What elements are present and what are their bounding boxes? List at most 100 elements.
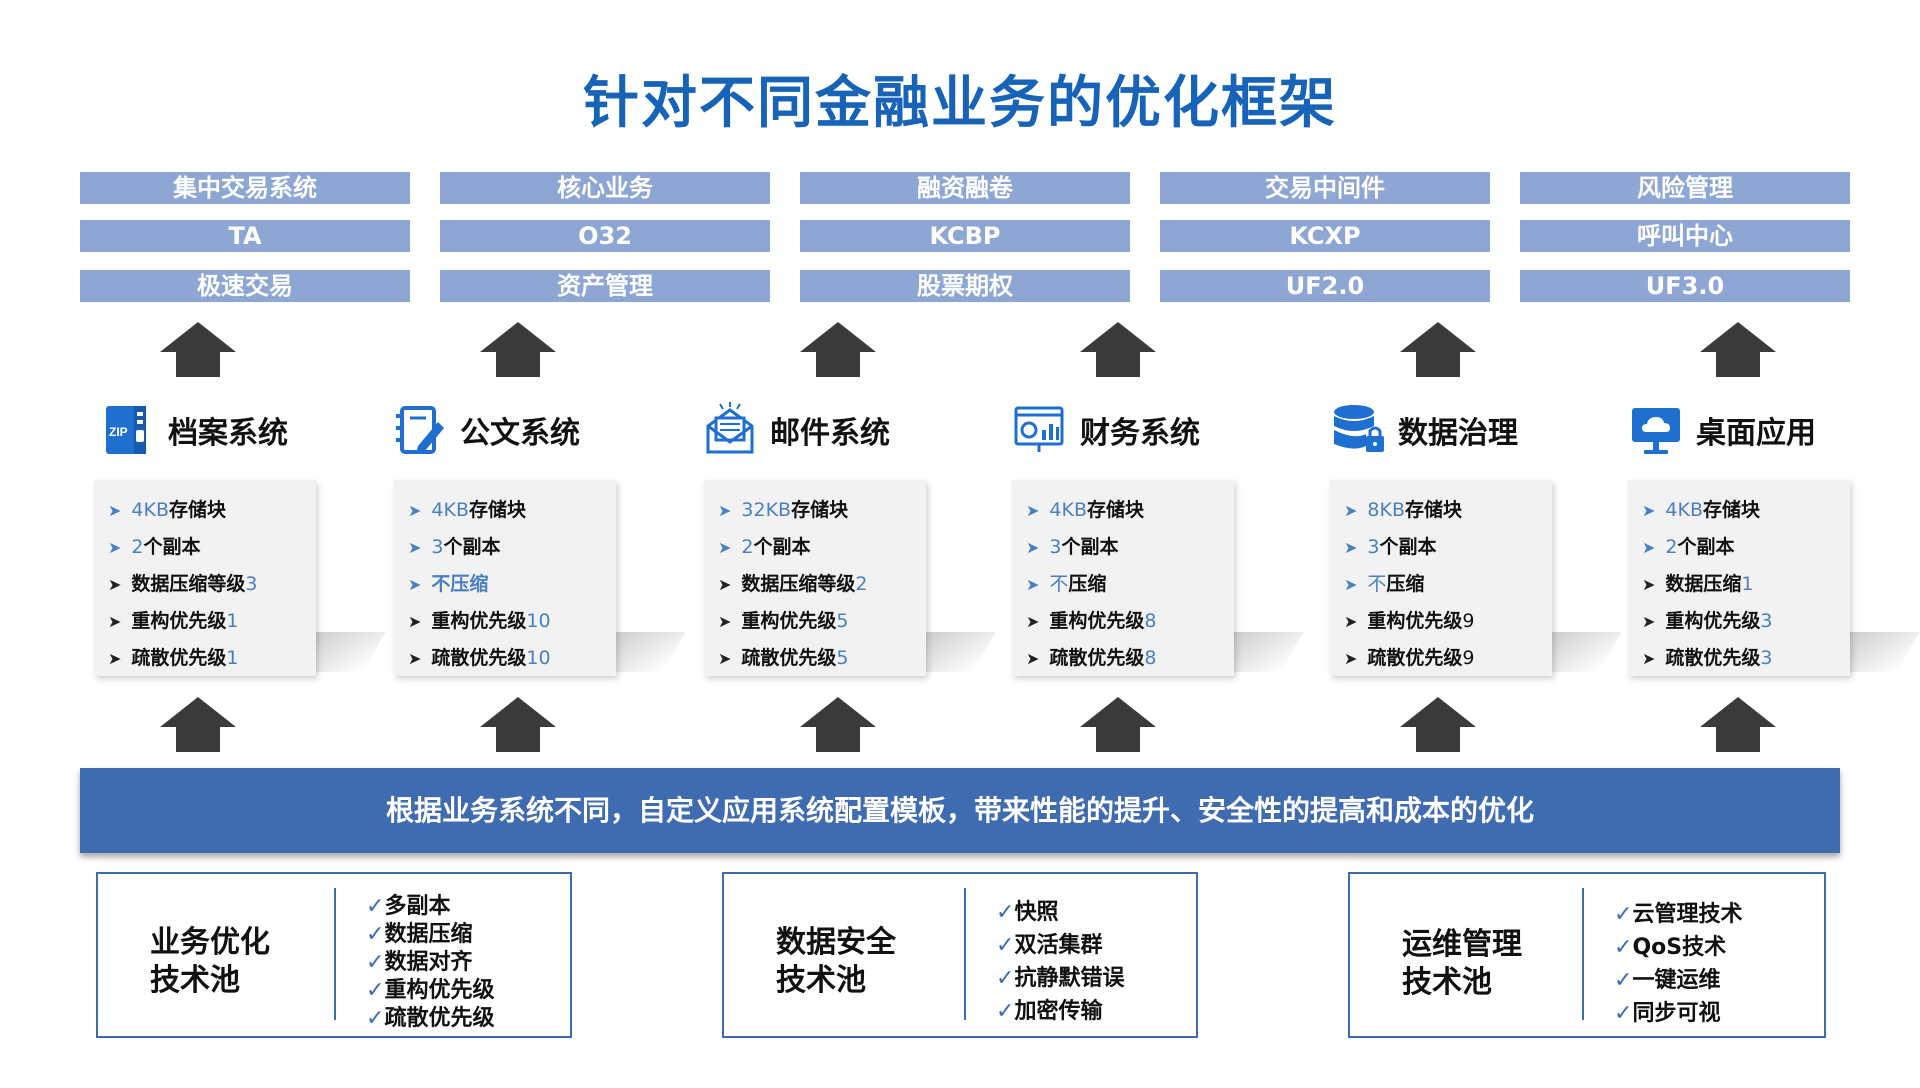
chevron-right-icon: ➤: [1344, 649, 1358, 668]
system-name: 财务系统: [1080, 416, 1200, 451]
config-label: 数据压缩等级: [741, 573, 856, 595]
pool-item: ✓疏散优先级: [366, 1006, 495, 1031]
chevron-right-icon: ➤: [1026, 612, 1040, 631]
config-label: 存储块: [791, 499, 849, 521]
config-label: 重构优先级: [1665, 610, 1761, 632]
chevron-right-icon: ➤: [1642, 575, 1656, 594]
check-icon: ✓: [996, 900, 1015, 925]
chevron-right-icon: ➤: [408, 501, 422, 520]
pool-item: ✓云管理技术: [1614, 902, 1743, 927]
business-bar: UF3.0: [1520, 270, 1850, 302]
config-label: 存储块: [1405, 499, 1463, 521]
config-value: 2: [131, 536, 144, 558]
config-item: ➤ 32KB存储块: [718, 492, 926, 529]
pool-divider: [334, 888, 336, 1020]
config-item: ➤数据压缩1: [1642, 566, 1850, 603]
zip-archive-icon: ZIP: [100, 402, 156, 458]
config-value: 1: [226, 610, 239, 632]
config-value: 不: [1367, 573, 1387, 595]
page-title: 针对不同金融业务的优化框架: [583, 71, 1337, 136]
config-item: ➤疏散优先级10: [408, 640, 616, 677]
config-label: 个副本: [443, 536, 501, 558]
check-icon: ✓: [1614, 1001, 1633, 1026]
config-value: 8: [1144, 647, 1157, 669]
chevron-right-icon: ➤: [408, 575, 422, 594]
check-icon: ✓: [1614, 902, 1633, 927]
config-value: 2: [741, 536, 754, 558]
config-item: ➤4KB存储块: [408, 492, 616, 529]
pool-business-optimization: 业务优化 技术池 ✓多副本 ✓数据压缩 ✓数据对齐 ✓重构优先级 ✓疏散优先级: [96, 872, 572, 1038]
business-bar: 资产管理: [440, 270, 770, 302]
system-header: 桌面应用: [1628, 400, 1816, 460]
config-item: ➤数据压缩等级3: [108, 566, 316, 603]
pool-item: ✓QoS技术: [1614, 935, 1727, 960]
chevron-right-icon: ➤: [108, 649, 122, 668]
config-template-banner: 根据业务系统不同，自定义应用系统配置模板，带来性能的提升、安全性的提高和成本的优…: [80, 768, 1840, 853]
system-config-card: ➤8KB存储块➤3个副本➤不压缩➤重构优先级9➤疏散优先级9: [1330, 480, 1552, 676]
chevron-right-icon: ➤: [718, 649, 732, 668]
chevron-right-icon: ➤: [108, 612, 122, 631]
pool-item: ✓重构优先级: [366, 978, 495, 1003]
config-value: 3: [1049, 536, 1062, 558]
pool-title-line1: 数据安全: [776, 925, 896, 960]
desktop-cloud-icon: [1628, 402, 1684, 458]
config-value: 4KB: [131, 499, 169, 521]
config-value: 3: [1367, 536, 1380, 558]
pool-item: ✓数据压缩: [366, 922, 473, 947]
chevron-right-icon: ➤: [718, 538, 732, 557]
pool-title-line2: 技术池: [150, 963, 240, 998]
config-label: 疏散优先级: [1665, 647, 1761, 669]
config-item: ➤重构优先级3: [1642, 603, 1850, 640]
config-label: 疏散优先级: [741, 647, 837, 669]
config-item: ➤ 疏散优先级9: [1344, 640, 1552, 677]
pool-divider: [1582, 888, 1584, 1020]
config-label: 重构优先级: [431, 610, 527, 632]
config-value: 9: [1462, 647, 1475, 669]
pool-item: ✓多副本: [366, 894, 451, 919]
config-value: 3: [431, 536, 444, 558]
pool-item: ✓抗静默错误: [996, 966, 1125, 991]
business-bar: 集中交易系统: [80, 172, 410, 204]
config-item: ➤重构优先级8: [1026, 603, 1234, 640]
config-label: 疏散优先级: [1049, 647, 1145, 669]
config-item: ➤8KB存储块: [1344, 492, 1552, 529]
config-item: ➤3个副本: [1344, 529, 1552, 566]
config-item: ➤3个副本: [1026, 529, 1234, 566]
config-label: 疏散优先级: [1367, 647, 1463, 669]
config-item: ➤2个副本: [108, 529, 316, 566]
config-label: 压缩: [1068, 573, 1107, 595]
config-item: ➤疏散优先级1: [108, 640, 316, 677]
config-value: 3: [1760, 610, 1773, 632]
pool-title-line1: 运维管理: [1402, 927, 1522, 962]
database-lock-icon: [1330, 402, 1386, 458]
check-icon: ✓: [996, 933, 1015, 958]
config-label: 个副本: [753, 536, 811, 558]
config-item: ➤4KB存储块: [1642, 492, 1850, 529]
config-value: 3: [1760, 647, 1773, 669]
config-value: 5: [836, 647, 849, 669]
config-value: 4KB: [1049, 499, 1087, 521]
config-item: ➤ 疏散优先级5: [718, 640, 926, 677]
pool-title: 业务优化 技术池: [150, 924, 270, 1000]
config-item: ➤疏散优先级8: [1026, 640, 1234, 677]
config-value: 32KB: [741, 499, 792, 521]
pool-items: ✓多副本 ✓数据压缩 ✓数据对齐 ✓重构优先级 ✓疏散优先级: [366, 888, 495, 1031]
config-label: 存储块: [1703, 499, 1761, 521]
chevron-right-icon: ➤: [1642, 649, 1656, 668]
system-config-card: ➤4KB存储块➤2个副本➤数据压缩等级3➤重构优先级1➤疏散优先级1: [94, 480, 316, 676]
business-bar: 核心业务: [440, 172, 770, 204]
chevron-right-icon: ➤: [1026, 538, 1040, 557]
pool-title-line2: 技术池: [776, 963, 866, 998]
chevron-right-icon: ➤: [718, 501, 732, 520]
chevron-right-icon: ➤: [1344, 575, 1358, 594]
business-bar: 风险管理: [1520, 172, 1850, 204]
pool-item: ✓同步可视: [1614, 1001, 1721, 1026]
config-label: 存储块: [1087, 499, 1145, 521]
business-bar: O32: [440, 220, 770, 252]
config-label: 重构优先级: [1367, 610, 1463, 632]
pool-item: ✓双活集群: [996, 933, 1103, 958]
config-item: ➤重构优先级9: [1344, 603, 1552, 640]
config-value: 4KB: [431, 499, 469, 521]
config-label: 重构优先级: [131, 610, 227, 632]
